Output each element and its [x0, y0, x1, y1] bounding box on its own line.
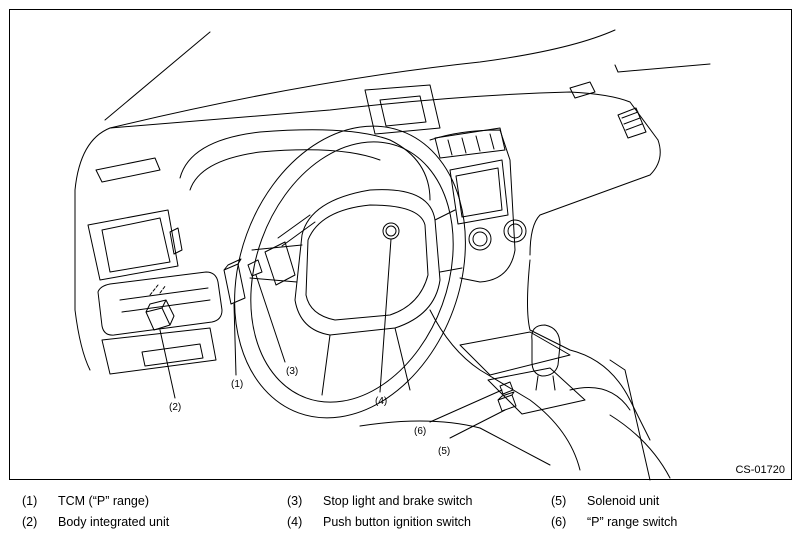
climate-knob-right — [503, 219, 527, 243]
left-vent — [87, 209, 179, 281]
center-vents — [434, 127, 506, 159]
legend-number: (2) — [22, 515, 38, 529]
legend-text: TCM (“P” range) — [58, 494, 149, 508]
steering-column — [264, 241, 296, 286]
shift-knob — [531, 324, 561, 377]
ignition-switch — [382, 222, 400, 240]
figure-code: CS-01720 — [735, 464, 785, 476]
dashboard-illustration: (1) (2) (3) (4) (5) (6) — [74, 29, 711, 481]
dash-upper — [109, 91, 659, 141]
tcm-unit — [223, 258, 246, 305]
leader-5 — [449, 409, 506, 439]
leader-4 — [379, 238, 392, 393]
legend-text: Stop light and brake switch — [323, 494, 473, 508]
leader-1 — [233, 303, 237, 376]
shift-stem — [535, 375, 556, 391]
callout-3: (3) — [286, 366, 298, 377]
console-right — [527, 259, 651, 441]
solenoid-unit — [497, 391, 517, 412]
steering-wheel-outer — [234, 125, 466, 419]
legend-text: Body integrated unit — [58, 515, 170, 529]
leader-3 — [255, 274, 286, 363]
callout-6: (6) — [414, 426, 426, 437]
legend-number: (3) — [287, 494, 303, 508]
callout-1: (1) — [231, 379, 243, 390]
left-knee-panel — [101, 327, 217, 375]
left-lower-panel — [97, 271, 223, 336]
climate-knob-left — [468, 227, 492, 251]
windshield-top — [109, 29, 616, 129]
steering-spoke-right — [434, 209, 463, 273]
leader-2 — [159, 329, 176, 399]
a-pillar-right — [614, 63, 711, 73]
legend-number: (1) — [22, 494, 38, 508]
callout-5: (5) — [438, 446, 450, 457]
body-integrated-unit — [145, 299, 175, 331]
center-display — [449, 159, 509, 225]
legend-text: “P” range switch — [587, 515, 678, 529]
steering-spoke-left — [249, 244, 303, 283]
steering-spoke-bottom — [321, 327, 411, 396]
dash-top — [74, 127, 111, 371]
legend-text: Push button ignition switch — [323, 515, 472, 529]
steering-hub — [294, 189, 441, 336]
p-range-switch — [499, 381, 514, 395]
stop-light-switch — [247, 259, 263, 277]
console-left — [429, 309, 581, 471]
cluster-hood — [179, 129, 431, 201]
floor-line — [359, 420, 551, 466]
legend-number: (6) — [551, 515, 567, 529]
right-vent — [617, 107, 647, 139]
windshield-line — [104, 31, 211, 121]
center-display-inner — [455, 167, 503, 218]
center-stack — [429, 129, 516, 283]
legend-number: (4) — [287, 515, 303, 529]
legend-number: (5) — [551, 494, 567, 508]
defrost-vent — [95, 157, 161, 183]
steering-wheel-inner — [250, 141, 454, 403]
callout-4: (4) — [375, 396, 387, 407]
shift-boot — [487, 367, 586, 415]
dash-right-edge — [529, 139, 661, 256]
callout-2: (2) — [169, 402, 181, 413]
diagram-frame: (1) (2) (3) (4) (5) (6) CS-01720 — [9, 9, 792, 481]
console-top — [459, 331, 571, 376]
leader-6 — [429, 389, 503, 423]
legend-text: Solenoid unit — [587, 494, 660, 508]
